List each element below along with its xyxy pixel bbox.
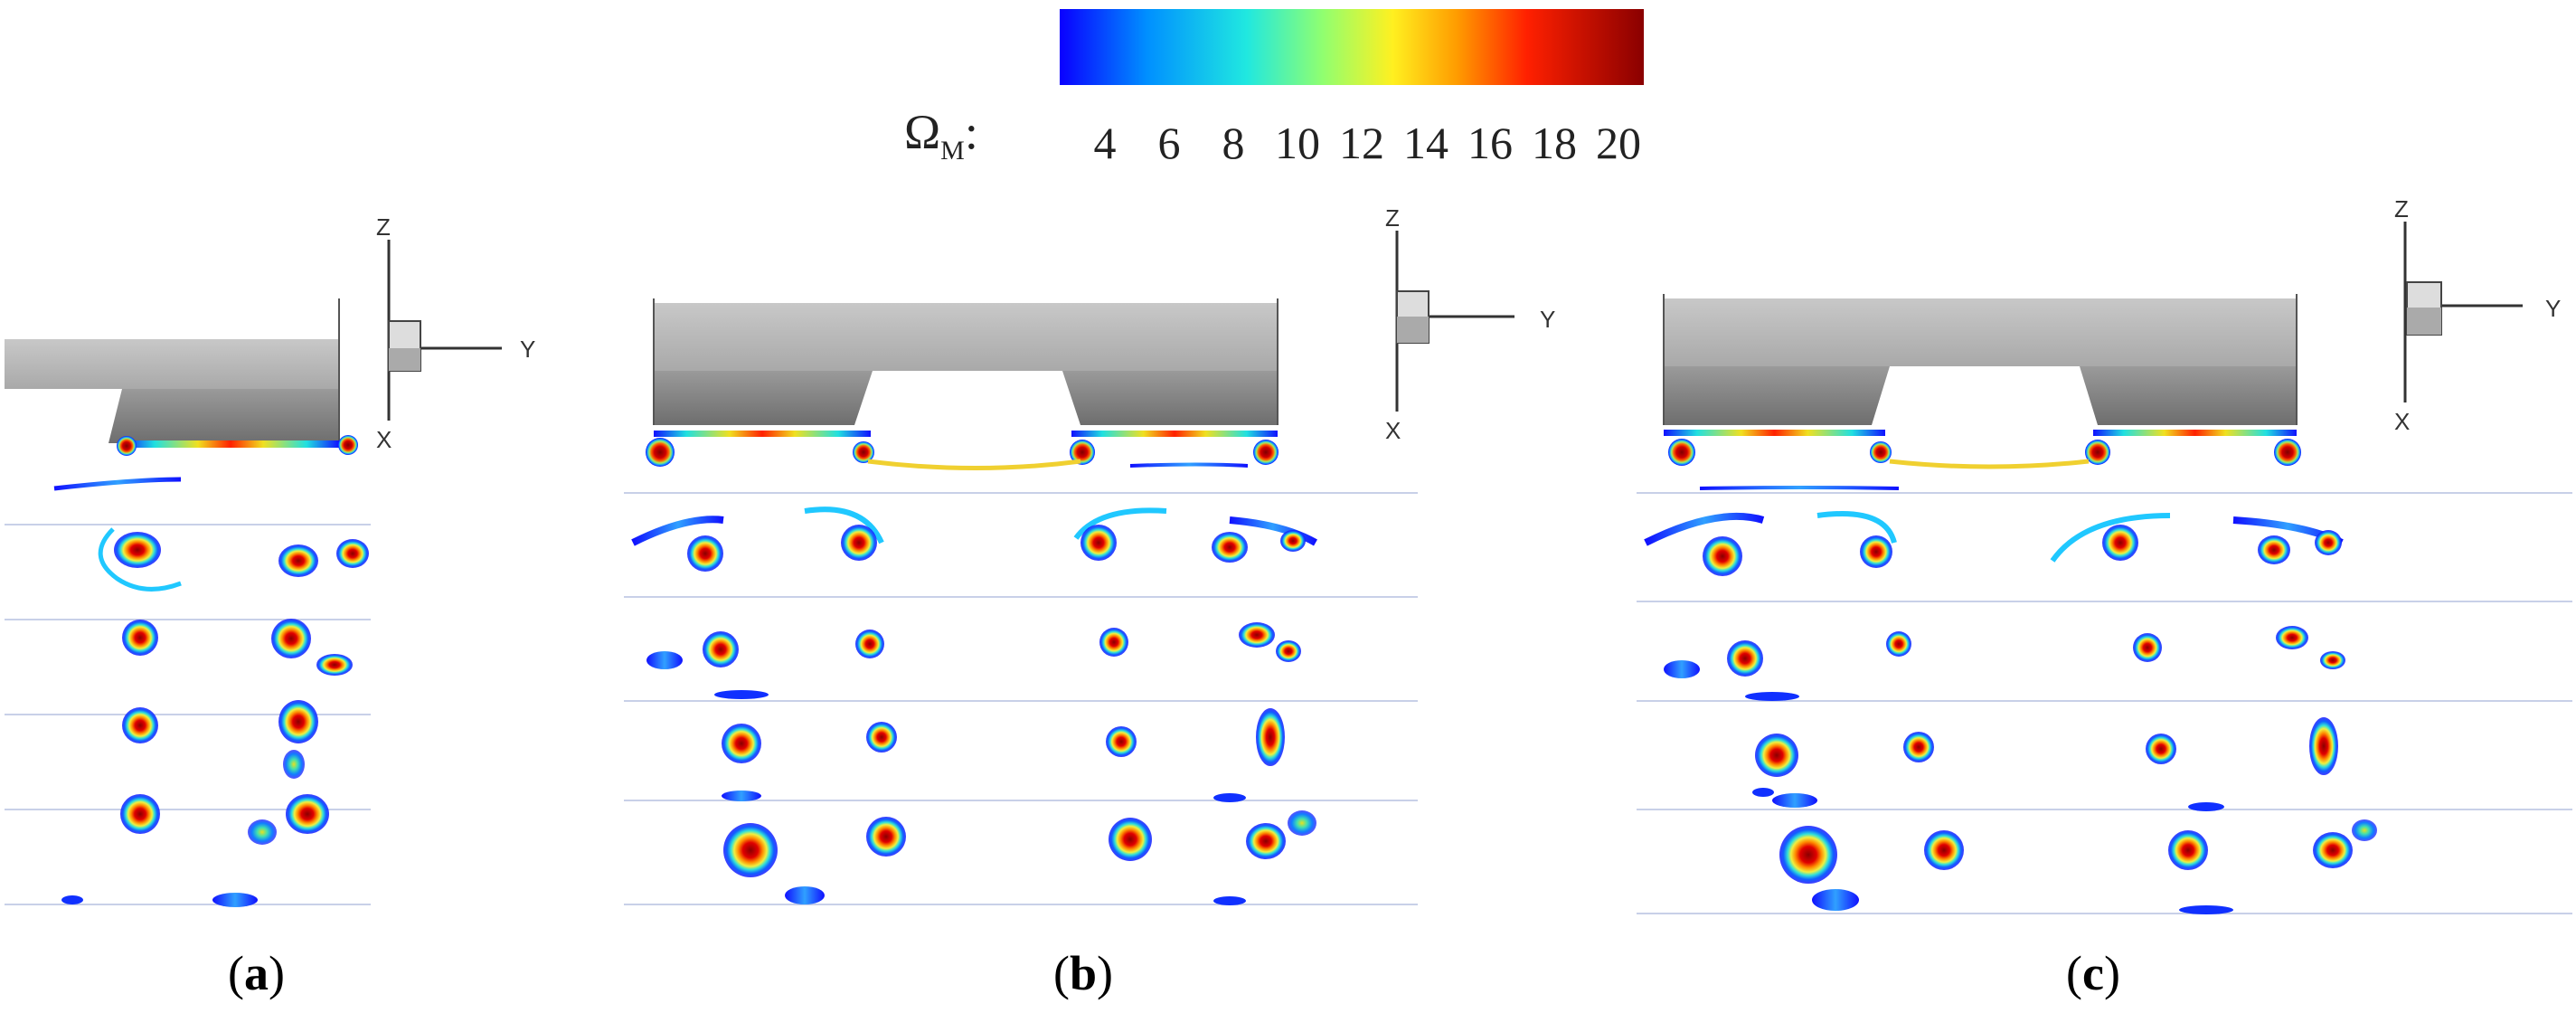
axis-label-z: Z [376,213,391,241]
panel-b: Z Y X [624,204,1555,905]
axis-label-x: X [376,426,392,453]
panel-c: Z Y X [1637,195,2572,914]
colorbar-label-subscript: M [940,135,965,166]
colorbar-tick-label: 10 [1275,118,1320,168]
colorbar-gradient [1060,9,1644,85]
panel-label-c: (c) [2066,946,2120,1000]
colorbar-tick-label: 18 [1532,118,1577,168]
colorbar-tick-label: 6 [1158,118,1181,168]
panel-c-axes: Z Y X [2394,195,2561,435]
panel-a-sheet [53,435,358,491]
colorbar-tick-label: 12 [1339,118,1384,168]
colorbar-tick-label: 8 [1222,118,1245,168]
panel-c-slices [1637,492,2572,914]
colorbar-label-symbol: Ω [904,105,941,159]
colorbar-tick-label: 4 [1094,118,1117,168]
panel-a: Z Y X [5,213,535,907]
colorbar-tick-label: 14 [1403,118,1448,168]
panel-a-slices [5,524,371,907]
colorbar-label: ΩM: [904,104,978,166]
panel-b-axes: Z Y X [1385,204,1555,444]
panel-a-body [5,298,340,443]
colorbar-tick-label: 16 [1467,118,1513,168]
axis-label-x: X [1385,417,1401,444]
axis-label-y: Y [2545,295,2561,322]
axis-label-z: Z [1385,204,1400,232]
panel-label-a: (a) [228,946,285,1000]
axis-label-z: Z [2394,195,2409,222]
panel-c-sheet [1664,430,2301,490]
panel-a-axes: Z Y X [376,213,535,453]
panel-b-sheet [646,431,1279,470]
axis-label-y: Y [1540,306,1555,333]
axis-label-y: Y [520,336,535,363]
panel-b-body [653,298,1279,425]
colorbar-label-colon: : [964,105,978,159]
axis-label-x: X [2394,408,2410,435]
colorbar-tick-label: 20 [1596,118,1641,168]
panel-b-slices [624,492,1418,905]
panel-c-body [1663,294,2298,425]
panel-label-b: (b) [1053,946,1114,1000]
